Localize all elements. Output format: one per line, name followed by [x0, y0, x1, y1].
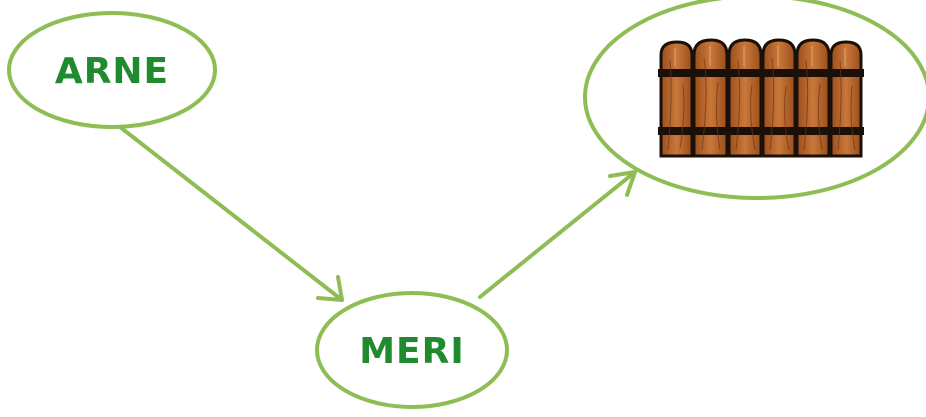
edge-arne-to-meri — [118, 125, 344, 302]
node-meri: MERI — [315, 291, 509, 409]
edge-meri-to-fence — [478, 170, 637, 299]
node-arne-label: ARNE — [55, 51, 169, 92]
fence-icon — [658, 38, 864, 158]
node-fence — [583, 0, 926, 200]
node-meri-label: MERI — [359, 331, 465, 372]
node-arne: ARNE — [7, 11, 217, 129]
